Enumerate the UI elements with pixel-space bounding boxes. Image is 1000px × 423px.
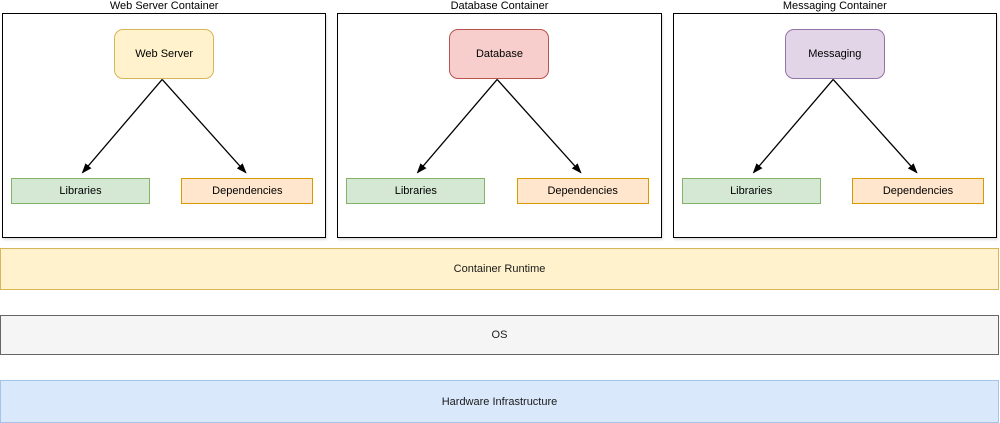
- libraries-box: Libraries: [11, 178, 150, 204]
- container-group-messaging: Messaging Container Messaging Libraries …: [672, 0, 997, 238]
- container-group-database: Database Container Database Libraries De…: [337, 0, 662, 238]
- layer-container-runtime: Container Runtime: [0, 248, 999, 290]
- container-box-messaging: Messaging Libraries Dependencies: [672, 13, 997, 238]
- arrows-messaging: [752, 78, 918, 174]
- container-box-database: Database Libraries Dependencies: [337, 13, 662, 238]
- dependencies-box: Dependencies: [851, 178, 984, 204]
- arrow-to-dependencies: [497, 78, 582, 174]
- layer-os: OS: [0, 315, 999, 355]
- container-title-messaging: Messaging Container: [782, 0, 887, 12]
- arrow-to-libraries: [752, 78, 834, 174]
- node-web-server: Web Server: [114, 29, 215, 79]
- dependencies-box: Dependencies: [181, 178, 314, 204]
- container-box-web-server: Web Server Libraries Dependencies: [2, 13, 327, 238]
- libraries-box: Libraries: [346, 178, 486, 204]
- node-database: Database: [449, 29, 550, 79]
- node-messaging: Messaging: [784, 29, 885, 79]
- container-title-web-server: Web Server Container: [109, 0, 219, 12]
- container-group-web-server: Web Server Container Web Server Librarie…: [2, 0, 327, 238]
- arrow-to-libraries: [81, 78, 163, 174]
- arrow-to-dependencies: [161, 78, 247, 174]
- containers-row: Web Server Container Web Server Librarie…: [2, 0, 997, 238]
- arrow-to-libraries: [417, 78, 498, 174]
- libraries-box: Libraries: [681, 178, 821, 204]
- dependencies-box: Dependencies: [516, 178, 649, 204]
- layer-hardware-infrastructure: Hardware Infrastructure: [0, 380, 999, 423]
- arrows-database: [417, 78, 582, 174]
- arrows-web-server: [81, 78, 247, 174]
- container-title-database: Database Container: [450, 0, 549, 12]
- arrow-to-dependencies: [832, 78, 918, 174]
